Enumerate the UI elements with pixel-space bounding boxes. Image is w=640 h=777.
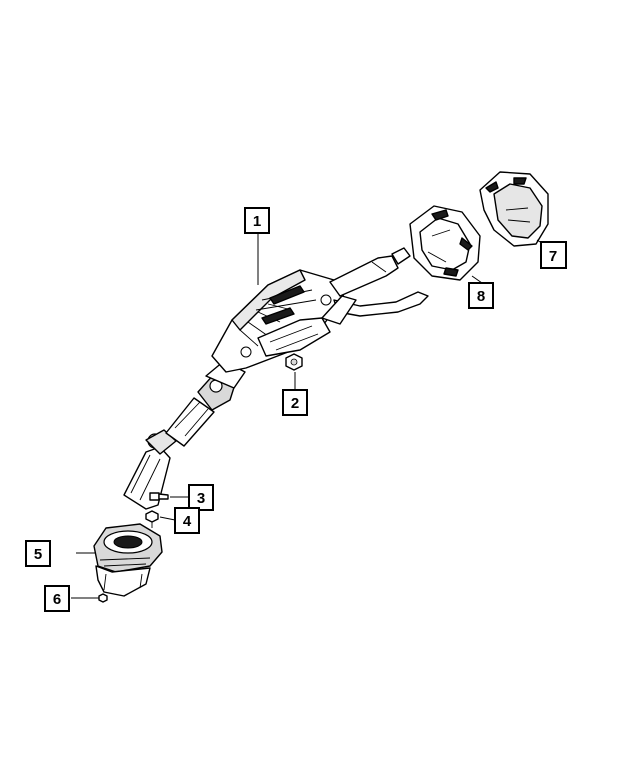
callout-3-label: 3 bbox=[197, 490, 205, 507]
screw-part-4 bbox=[145, 510, 159, 528]
callout-5-label: 5 bbox=[34, 546, 42, 563]
callout-6: 6 bbox=[44, 585, 70, 612]
leader-8 bbox=[471, 275, 483, 284]
callout-8-label: 8 bbox=[477, 288, 485, 305]
leader-4 bbox=[159, 516, 176, 521]
callout-2-label: 2 bbox=[291, 395, 299, 412]
callout-7-label: 7 bbox=[549, 248, 557, 265]
steering-column-assembly bbox=[123, 247, 429, 510]
bolt-part-3 bbox=[149, 492, 169, 501]
nut-part-2 bbox=[285, 353, 303, 371]
shroud-upper-part-8 bbox=[409, 205, 481, 281]
callout-1: 1 bbox=[244, 207, 270, 234]
callout-4: 4 bbox=[174, 507, 200, 534]
callout-4-label: 4 bbox=[183, 513, 192, 530]
nut-part-6 bbox=[98, 593, 108, 603]
callout-3: 3 bbox=[188, 484, 214, 511]
bracket-part-5 bbox=[93, 523, 163, 597]
shroud-lower-part-7 bbox=[479, 171, 549, 247]
callout-8: 8 bbox=[468, 282, 494, 309]
callout-7: 7 bbox=[540, 241, 567, 269]
callout-5: 5 bbox=[25, 540, 51, 567]
callout-1-label: 1 bbox=[253, 213, 261, 230]
callout-6-label: 6 bbox=[53, 591, 61, 608]
callout-2: 2 bbox=[282, 389, 308, 416]
